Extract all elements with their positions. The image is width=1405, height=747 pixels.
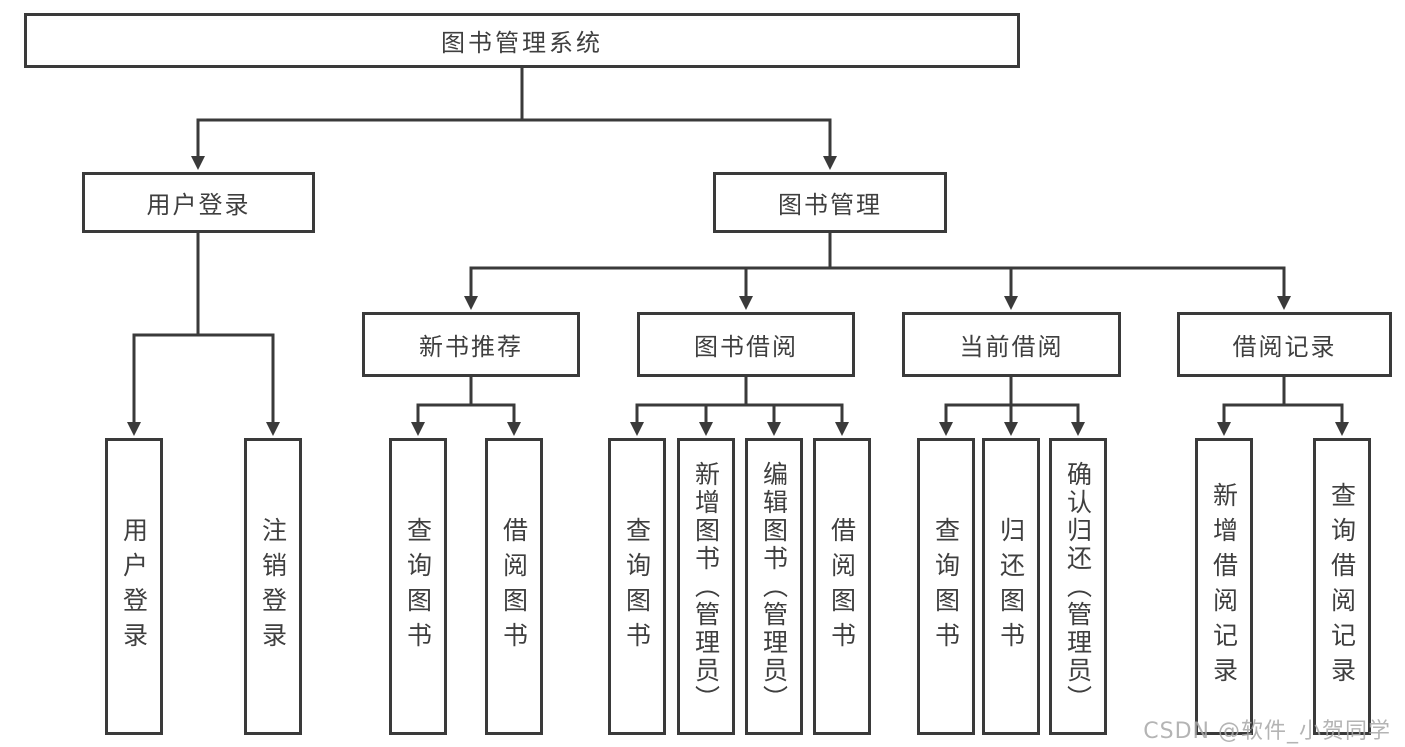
arrowhead-icon [1277,296,1291,310]
connector-borrow-record-branch [1217,375,1349,436]
leaf-confirm-return-admin: 确认归还（管理员） [1049,438,1107,735]
arrowhead-icon [939,422,953,436]
node-label: 新增图书（管理员） [691,460,721,713]
leaf-user-login: 用户登录 [105,438,163,735]
arrowhead-icon [1217,422,1231,436]
node-label: 查询图书 [403,516,433,657]
leaf-query-books-current: 查询图书 [917,438,975,735]
connector-book-borrow-branch [630,375,849,436]
node-label: 当前借阅 [959,333,1064,361]
node-label: 新增借阅记录 [1209,481,1239,692]
connector-user-login-branch [127,231,280,436]
arrowhead-icon [127,422,141,436]
node-borrow-record: 借阅记录 [1177,312,1392,377]
arrowhead-icon [835,422,849,436]
watermark: CSDN @软件_小贺同学 [1143,719,1391,744]
node-label: 查询借阅记录 [1327,481,1357,692]
arrowhead-icon [1004,296,1018,310]
connector-book-mgmt-to-level3 [464,231,1291,310]
arrowhead-icon [699,422,713,436]
node-system-root: 图书管理系统 [24,13,1020,68]
node-label: 借阅图书 [827,516,857,657]
leaf-borrow-books-recommend: 借阅图书 [485,438,543,735]
node-label: 图书管理系统 [441,29,603,57]
leaf-query-borrow-record: 查询借阅记录 [1313,438,1371,735]
arrowhead-icon [1335,422,1349,436]
arrowhead-icon [630,422,644,436]
arrowhead-icon [1004,422,1018,436]
connector-new-book-branch [411,375,521,436]
node-label: 查询图书 [622,516,652,657]
connector-root-to-level2 [191,66,837,170]
arrowhead-icon [507,422,521,436]
node-label: 用户登录 [146,191,251,219]
node-label: 用户登录 [119,516,149,657]
arrowhead-icon [739,296,753,310]
node-label: 图书管理 [778,191,882,219]
arrowhead-icon [464,296,478,310]
arrowhead-icon [767,422,781,436]
leaf-edit-books-admin: 编辑图书（管理员） [745,438,803,735]
leaf-add-books-admin: 新增图书（管理员） [677,438,735,735]
node-book-management: 图书管理 [713,172,947,233]
node-label: 编辑图书（管理员） [759,460,789,713]
arrowhead-icon [266,422,280,436]
node-label: 归还图书 [996,516,1026,657]
arrowhead-icon [1071,422,1085,436]
leaf-query-books-recommend: 查询图书 [389,438,447,735]
node-book-borrow: 图书借阅 [637,312,855,377]
node-user-login: 用户登录 [82,172,315,233]
node-label: 新书推荐 [419,333,523,361]
node-new-book-recommend: 新书推荐 [362,312,580,377]
arrowhead-icon [191,156,205,170]
leaf-borrow-books: 借阅图书 [813,438,871,735]
connector-current-borrow-branch [939,375,1085,436]
node-label: 查询图书 [931,516,961,657]
leaf-add-borrow-record: 新增借阅记录 [1195,438,1253,735]
node-label: 确认归还（管理员） [1063,460,1093,713]
node-label: 借阅记录 [1232,333,1337,361]
node-label: 注销登录 [258,516,288,657]
arrowhead-icon [411,422,425,436]
leaf-query-books: 查询图书 [608,438,666,735]
node-label: 借阅图书 [499,516,529,657]
node-current-borrow: 当前借阅 [902,312,1121,377]
leaf-return-books: 归还图书 [982,438,1040,735]
node-label: 图书借阅 [694,333,798,361]
arrowhead-icon [823,156,837,170]
leaf-logout: 注销登录 [244,438,302,735]
